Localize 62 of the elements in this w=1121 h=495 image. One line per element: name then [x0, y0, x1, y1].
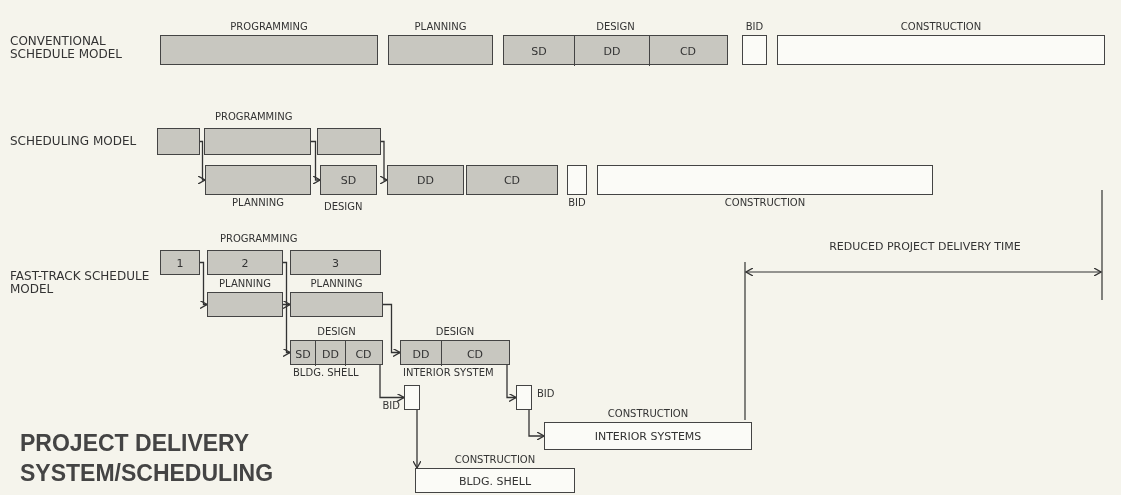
phase-heading: DESIGN	[596, 21, 635, 33]
phase-heading: CONSTRUCTION	[454, 454, 536, 466]
phase-bar	[466, 165, 558, 195]
phase-heading: CONSTRUCTION	[724, 197, 806, 209]
phase-heading: PLANNING	[310, 278, 363, 290]
phase-label: CD	[502, 173, 522, 187]
arrow	[379, 364, 405, 403]
phase-heading: CONSTRUCTION	[607, 408, 689, 420]
row-label: FAST-TRACK SCHEDULE MODEL	[10, 270, 150, 296]
arrow	[197, 140, 206, 185]
phase-heading: DESIGN	[324, 200, 363, 213]
phase-label: 2	[240, 256, 250, 269]
row-label: CONVENTIONAL SCHEDULE MODEL	[10, 35, 123, 61]
phase-heading: DESIGN	[317, 326, 356, 338]
phase-heading: PLANNING	[232, 197, 284, 209]
phase-label: 3	[331, 256, 340, 269]
phase-heading: PROGRAMMING	[215, 110, 293, 123]
phase-heading: PROGRAMMING	[230, 21, 308, 33]
arrow	[528, 409, 545, 441]
phase-bar	[317, 128, 381, 155]
title: PROJECT DELIVERY SYSTEM/SCHEDULING	[20, 429, 275, 488]
row-label: SCHEDULING MODEL	[10, 135, 138, 148]
phase-label: DD	[411, 347, 431, 360]
phase-label: DD	[602, 44, 622, 58]
phase-caption: INTERIOR SYSTEM	[403, 367, 494, 379]
phase-label: DD	[416, 173, 435, 187]
phase-heading: DESIGN	[435, 326, 475, 338]
phase-label: CD	[465, 347, 485, 360]
arrow	[282, 303, 291, 358]
phase-label: INTERIOR SYSTEMS	[593, 429, 703, 443]
arrow	[199, 261, 208, 310]
phase-caption: BLDG. SHELL	[293, 367, 359, 379]
arrow	[412, 409, 422, 469]
phase-bar	[387, 165, 464, 195]
phase-label: SD	[530, 44, 548, 58]
phase-label: CD	[354, 347, 373, 360]
dimension-label: REDUCED PROJECT DELIVERY TIME	[828, 240, 1022, 253]
phase-label: BLDG. SHELL	[457, 474, 533, 487]
phase-heading: PLANNING	[414, 21, 467, 33]
phase-bar	[290, 250, 381, 275]
arrow	[310, 140, 321, 185]
phase-label: SD	[294, 347, 312, 360]
phase-bar	[204, 128, 311, 155]
phase-heading: BID	[537, 388, 555, 400]
phase-label: 1	[175, 256, 185, 269]
phase-label: DD	[321, 347, 340, 360]
phase-heading: CONSTRUCTION	[900, 21, 982, 33]
phase-heading: BID	[568, 197, 586, 209]
arrow	[282, 261, 291, 310]
arrow	[382, 303, 401, 358]
phase-heading: BID	[382, 400, 400, 412]
phase-heading: BID	[745, 21, 764, 33]
phase-label: CD	[678, 44, 698, 58]
arrow	[379, 140, 388, 185]
phase-bar	[207, 250, 283, 275]
phase-bar	[320, 165, 377, 195]
arrow	[506, 364, 517, 403]
phase-heading: PROGRAMMING	[220, 232, 298, 245]
phase-bar	[160, 250, 200, 275]
phase-label: SD	[339, 173, 358, 187]
phase-bar	[157, 128, 200, 155]
phase-heading: PLANNING	[219, 278, 271, 290]
